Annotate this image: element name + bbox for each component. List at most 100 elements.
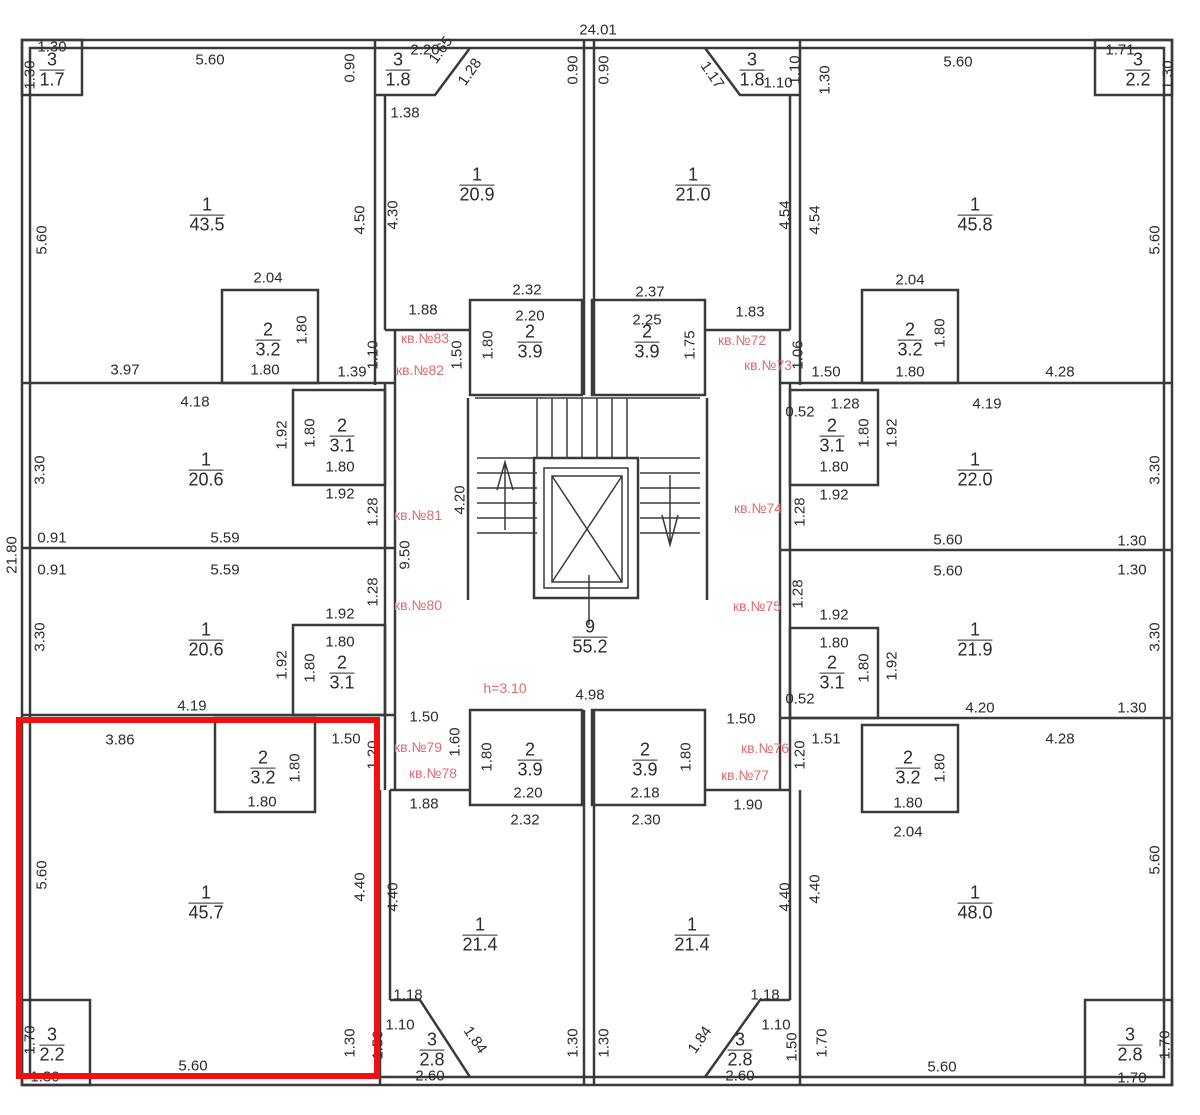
dimension-label: 1.18 [750, 986, 780, 1004]
dimension-label: 2.04 [893, 823, 923, 841]
dimension-label: 1.80 [893, 794, 923, 812]
room-area: 1.8 [739, 69, 765, 90]
room-area: 3.2 [250, 767, 276, 788]
dimension-label: 4.30 [384, 200, 402, 230]
highlighted-apartment[interactable] [16, 717, 380, 1079]
dimension-label: 4.20 [965, 699, 995, 717]
room-type: 3 [39, 1025, 65, 1046]
dimension-label: 9.50 [396, 540, 414, 570]
dimension-label: 1.28 [789, 579, 807, 609]
room-type: 1 [674, 915, 710, 936]
dimension-label: 1.80 [855, 653, 873, 683]
room-type: 1 [459, 165, 495, 186]
dimension-label: 0.91 [37, 529, 67, 547]
room-area: 21.4 [462, 934, 498, 955]
dimension-label: 1.30 [1117, 561, 1147, 579]
room-area: 3.9 [517, 341, 543, 362]
dimension-label: 2.25 [632, 311, 662, 329]
room-type: 1 [188, 883, 224, 904]
room-area: 45.7 [188, 902, 224, 923]
room-area: 20.6 [188, 639, 224, 660]
dimension-label: 1.80 [677, 742, 695, 772]
dimension-label: 4.40 [384, 882, 402, 912]
dimension-label: 3.97 [110, 361, 140, 379]
apartment-number: кв.№73 [743, 357, 793, 373]
dimension-label: 1.92 [819, 486, 849, 504]
room-area: 3.1 [819, 672, 845, 693]
room-area: 3.2 [255, 339, 281, 360]
room-type: 3 [385, 50, 411, 71]
dimension-label: 0.52 [785, 403, 815, 421]
room-area: 3.1 [819, 435, 845, 456]
dimension-label: 1.50 [331, 730, 361, 748]
dimension-label: 0.91 [37, 561, 67, 579]
apartment-number: кв.№83 [400, 330, 450, 346]
dimension-label: 5.60 [1146, 225, 1164, 255]
dimension-label: 4.98 [575, 686, 605, 704]
outer-wall-inner [28, 46, 1166, 1079]
dimension-label: 3.30 [31, 622, 49, 652]
dimension-label: 4.40 [806, 874, 824, 904]
dimension-label: 2.18 [630, 784, 660, 802]
dimension-label: 1.28 [830, 395, 860, 413]
room-area: 48.0 [957, 902, 993, 923]
room-type: 9 [572, 617, 608, 638]
dimension-label: 1.30 [37, 38, 67, 56]
room-area: 21.4 [674, 934, 710, 955]
stair-up-arrow [496, 459, 514, 530]
room-type: 2 [517, 322, 543, 343]
dimension-label: 4.28 [1045, 363, 1075, 381]
room-area: 21.0 [675, 184, 711, 205]
dimension-label: 4.28 [1045, 730, 1075, 748]
room-type: 3 [1117, 1025, 1143, 1046]
dimension-label: 5.60 [933, 531, 963, 549]
elevator-shaft [532, 456, 640, 600]
room-area: 20.6 [188, 469, 224, 490]
room-type: 2 [895, 748, 921, 769]
dimension-label: 2.60 [415, 1067, 445, 1085]
dimension-label: 1.30 [1159, 60, 1177, 90]
dimension-label: 1.70 [813, 1028, 831, 1058]
dimension-label: 5.60 [943, 53, 973, 71]
dimension-label: 5.59 [210, 529, 240, 547]
dimension-label: 1.50 [409, 708, 439, 726]
apartment-number: кв.№75 [732, 598, 782, 614]
room-type: 2 [255, 320, 281, 341]
dimension-label: 2.20 [515, 307, 545, 325]
dimension-label: 0.90 [341, 53, 359, 83]
room-type: 2 [329, 653, 355, 674]
dimension-label: 1.92 [883, 418, 901, 448]
dimension-label: 1.80 [301, 653, 319, 683]
dimension-label: 1.51 [811, 730, 841, 748]
dimension-label: 1.80 [479, 330, 497, 360]
dimension-label: 1.30 [595, 1028, 613, 1058]
dimension-label: 1.80 [931, 753, 949, 783]
room-type: 3 [419, 1030, 445, 1051]
dimension-label: 1.92 [325, 485, 355, 503]
dimension-label: 1.80 [325, 633, 355, 651]
room-area: 20.9 [459, 184, 495, 205]
room-area: 43.5 [189, 214, 225, 235]
dimension-label: 4.40 [776, 882, 794, 912]
dimension-label: 4.19 [177, 697, 207, 715]
dimension-label: 1.20 [791, 740, 809, 770]
dimension-label: 4.18 [180, 393, 210, 411]
dimension-label: 0.52 [785, 690, 815, 708]
dimension-label: 1.80 [931, 318, 949, 348]
apartment-number: кв.№77 [720, 767, 770, 783]
dimension-label: 3.30 [1146, 455, 1164, 485]
dimension-label: 1.28 [364, 497, 382, 527]
dimension-label: 2.37 [635, 283, 665, 301]
room-type: 1 [957, 620, 993, 641]
